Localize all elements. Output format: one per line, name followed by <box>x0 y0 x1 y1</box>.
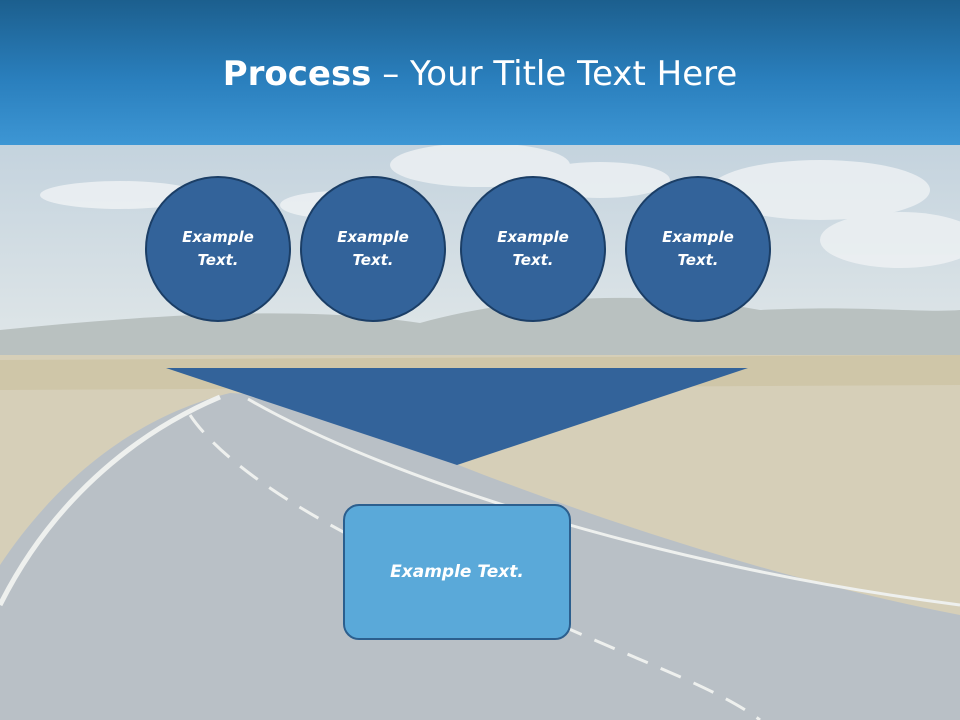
slide-title-bold: Process <box>222 54 372 94</box>
process-step-label: Example Text. <box>337 228 409 269</box>
process-step-circle-1[interactable]: Example Text. <box>145 176 291 322</box>
process-step-label: Example Text. <box>662 228 734 269</box>
funnel-arrow-shape <box>166 368 748 465</box>
result-text: Example Text. <box>390 562 524 582</box>
slide-title-rest: – Your Title Text Here <box>371 54 738 94</box>
result-text-box[interactable]: Example Text. <box>343 504 571 640</box>
process-step-circle-3[interactable]: Example Text. <box>460 176 606 322</box>
process-step-label: Example Text. <box>497 228 569 269</box>
process-step-circle-2[interactable]: Example Text. <box>300 176 446 322</box>
process-step-circle-4[interactable]: Example Text. <box>625 176 771 322</box>
process-step-label: Example Text. <box>182 228 254 269</box>
title-bar: Process – Your Title Text Here <box>0 0 960 145</box>
slide-title: Process – Your Title Text Here <box>0 52 960 96</box>
